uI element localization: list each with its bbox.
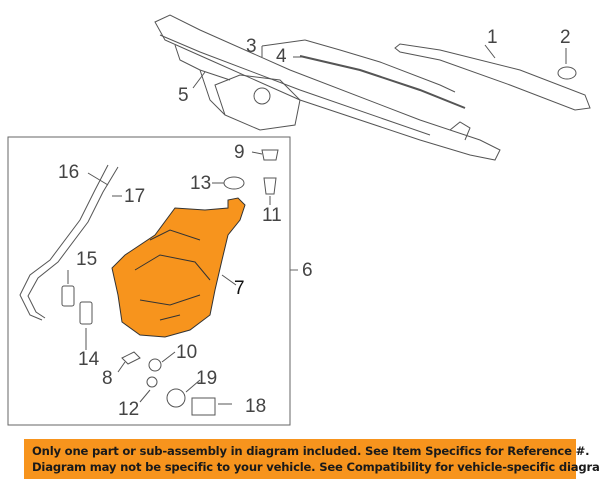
ring-part [166,388,186,408]
pump-part [61,285,75,307]
assembly-box [7,136,291,426]
disclaimer-line-1: Only one part or sub-assembly in diagram… [32,444,590,458]
seal-part [121,351,141,365]
callout-13: 13 [190,173,212,194]
callout-16: 16 [58,162,80,183]
fitting-part [146,376,158,388]
fitting-part [148,358,162,372]
callout-18: 18 [245,396,267,417]
callout-4: 4 [276,46,287,67]
callout-17: 17 [124,186,146,207]
callout-11: 11 [262,205,282,226]
callout-9: 9 [234,142,245,163]
parts-diagram [7,14,591,426]
callout-14: 14 [78,349,100,370]
hose [19,164,119,321]
callout-3: 3 [246,36,257,57]
pump-part [79,301,93,325]
callout-6: 6 [302,260,313,281]
cap-part [557,66,577,80]
callout-19: 19 [196,368,218,389]
wiper-linkage [154,14,501,161]
callout-12: 12 [118,399,140,420]
callout-1: 1 [487,27,498,48]
callout-2: 2 [560,27,571,48]
cap-part [223,176,245,190]
nozzle-part [191,397,216,416]
callout-8: 8 [102,368,113,389]
disclaimer-banner: Only one part or sub-assembly in diagram… [24,439,600,479]
callout-15: 15 [76,249,98,270]
grommet-part [261,149,279,161]
disclaimer-line-2: Diagram may not be specific to your vehi… [32,460,600,474]
callout-7: 7 [234,278,245,299]
wiper-rod [299,55,466,109]
wiper-arm [394,43,591,111]
fitting-part [263,177,277,195]
callout-10: 10 [176,342,198,363]
wiper-blade [304,39,456,93]
callout-5: 5 [178,85,189,106]
washer-reservoir-tank [111,197,246,338]
